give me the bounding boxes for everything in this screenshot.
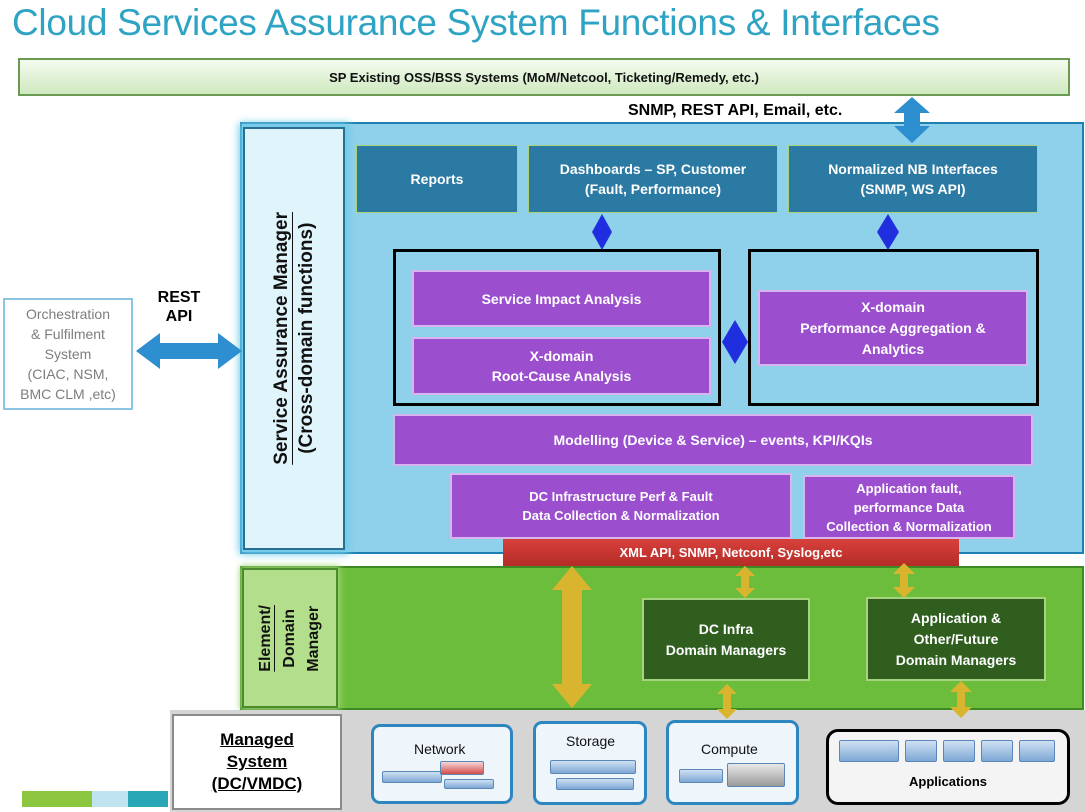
- modelling-label: Modelling (Device & Service) – events, K…: [553, 432, 873, 448]
- diamond-connector: [592, 214, 612, 250]
- storage-shelf-icon: [556, 778, 634, 790]
- orch-line5: BMC CLM ,etc): [20, 386, 116, 402]
- applications-label: Applications: [908, 774, 987, 789]
- orch-line1: Orchestration: [25, 306, 111, 322]
- dc-infra-managers-box: DC Infra Domain Managers: [642, 598, 810, 681]
- rest-line2: API: [165, 308, 193, 325]
- reports-label: Reports: [410, 171, 464, 187]
- modelling-box: Modelling (Device & Service) – events, K…: [393, 414, 1033, 466]
- app-window-icon: [981, 740, 1013, 762]
- orchestration-box: Orchestration & Fulfilment System (CIAC,…: [3, 298, 133, 410]
- nb-interfaces-line1: Normalized NB Interfaces: [828, 161, 998, 177]
- app-window-icon: [839, 740, 899, 762]
- gold-arrow-dc: [735, 566, 755, 598]
- decor-strip-teal: [128, 791, 168, 807]
- rest-api-label: REST API: [147, 288, 211, 326]
- nb-interfaces-box: Normalized NB Interfaces (SNMP, WS API): [788, 145, 1038, 213]
- perf-aggregation-line3: Analytics: [861, 340, 925, 357]
- app-collection-line3: Collection & Normalization: [826, 518, 992, 534]
- network-box: Network: [371, 724, 513, 804]
- app-managers-box: Application & Other/Future Domain Manage…: [866, 597, 1046, 681]
- perf-aggregation-line2: Performance Aggregation &: [800, 319, 986, 336]
- storage-array-icon: [550, 760, 636, 774]
- performance-frame: [748, 249, 1039, 406]
- applications-box: Applications: [826, 729, 1070, 805]
- app-managers-line2: Other/Future: [913, 630, 999, 647]
- gold-arrow-main: [552, 566, 592, 708]
- orch-line3: System: [44, 346, 92, 362]
- rest-api-arrow: [136, 333, 242, 369]
- diamond-connector: [877, 214, 899, 250]
- router-icon: [440, 761, 484, 775]
- dashboards-box: Dashboards – SP, Customer (Fault, Perfor…: [528, 145, 778, 213]
- dc-collection-line1: DC Infrastructure Perf & Fault: [529, 489, 713, 504]
- south-protocols-bar: XML API, SNMP, Netconf, Syslog,etc: [503, 539, 959, 566]
- switch-icon: [444, 779, 494, 789]
- root-cause-box: X-domain Root-Cause Analysis: [412, 337, 711, 395]
- dashboards-line2: (Fault, Performance): [584, 181, 722, 197]
- south-protocols-label: XML API, SNMP, Netconf, Syslog,etc: [619, 545, 843, 560]
- perf-aggregation-box: X-domain Performance Aggregation & Analy…: [758, 290, 1028, 366]
- service-impact-label: Service Impact Analysis: [481, 290, 642, 307]
- north-interface-arrow: [894, 97, 930, 143]
- managed-system-box: Managed System (DC/VMDC): [172, 714, 342, 810]
- gold-arrow-applications: [950, 681, 972, 718]
- dc-infra-line2: Domain Managers: [665, 641, 787, 658]
- correlation-frame: [393, 249, 721, 406]
- dc-infra-line1: DC Infra: [698, 620, 754, 637]
- dashboards-line1: Dashboards – SP, Customer: [559, 161, 747, 177]
- root-cause-line2: Root-Cause Analysis: [491, 368, 632, 384]
- managed-line3: (DC/VMDC): [211, 774, 303, 793]
- managed-line1: Managed: [220, 730, 294, 749]
- north-protocols-label: SNMP, REST API, Email, etc.: [628, 102, 843, 119]
- nb-interfaces-line2: (SNMP, WS API): [860, 181, 966, 197]
- compute-box: Compute: [666, 720, 799, 805]
- oss-bss-label: SP Existing OSS/BSS Systems (MoM/Netcool…: [329, 69, 759, 85]
- element-manager-side-tab: [242, 568, 338, 708]
- orch-line4: (CIAC, NSM,: [27, 366, 109, 382]
- dc-collection-line2: Data Collection & Normalization: [522, 508, 720, 523]
- gold-arrow-compute: [717, 684, 737, 719]
- network-device-icon: [382, 771, 442, 783]
- rest-line1: REST: [157, 289, 201, 306]
- diamond-connector: [722, 320, 748, 364]
- app-managers-line1: Application &: [910, 609, 1002, 626]
- app-collection-line1: Application fault,: [856, 480, 962, 496]
- dc-collection-box: DC Infrastructure Perf & Fault Data Coll…: [450, 473, 792, 539]
- server-icon: [679, 769, 723, 783]
- storage-label: Storage: [566, 733, 616, 749]
- app-collection-line2: performance Data: [853, 499, 965, 515]
- app-collection-box: Application fault, performance Data Coll…: [803, 475, 1015, 539]
- app-window-icon: [905, 740, 937, 762]
- app-window-icon: [943, 740, 975, 762]
- root-cause-line1: X-domain: [529, 348, 594, 364]
- decor-strip-light: [92, 791, 128, 807]
- oss-bss-bar: SP Existing OSS/BSS Systems (MoM/Netcool…: [18, 58, 1070, 96]
- perf-aggregation-line1: X-domain: [861, 298, 925, 315]
- app-managers-line3: Domain Managers: [895, 651, 1017, 668]
- app-window-icon: [1019, 740, 1055, 762]
- page-title: Cloud Services Assurance System Function…: [12, 2, 940, 43]
- service-assurance-side-tab: [243, 127, 345, 550]
- orch-line2: & Fulfilment: [31, 326, 105, 342]
- compute-label: Compute: [701, 741, 758, 757]
- decor-strip-green: [22, 791, 92, 807]
- reports-box: Reports: [356, 145, 518, 213]
- managed-line2: System: [226, 752, 288, 771]
- blade-chassis-icon: [727, 763, 785, 787]
- service-impact-box: Service Impact Analysis: [412, 270, 711, 327]
- network-label: Network: [414, 741, 466, 757]
- gold-arrow-app: [893, 563, 915, 598]
- storage-box: Storage: [533, 721, 647, 805]
